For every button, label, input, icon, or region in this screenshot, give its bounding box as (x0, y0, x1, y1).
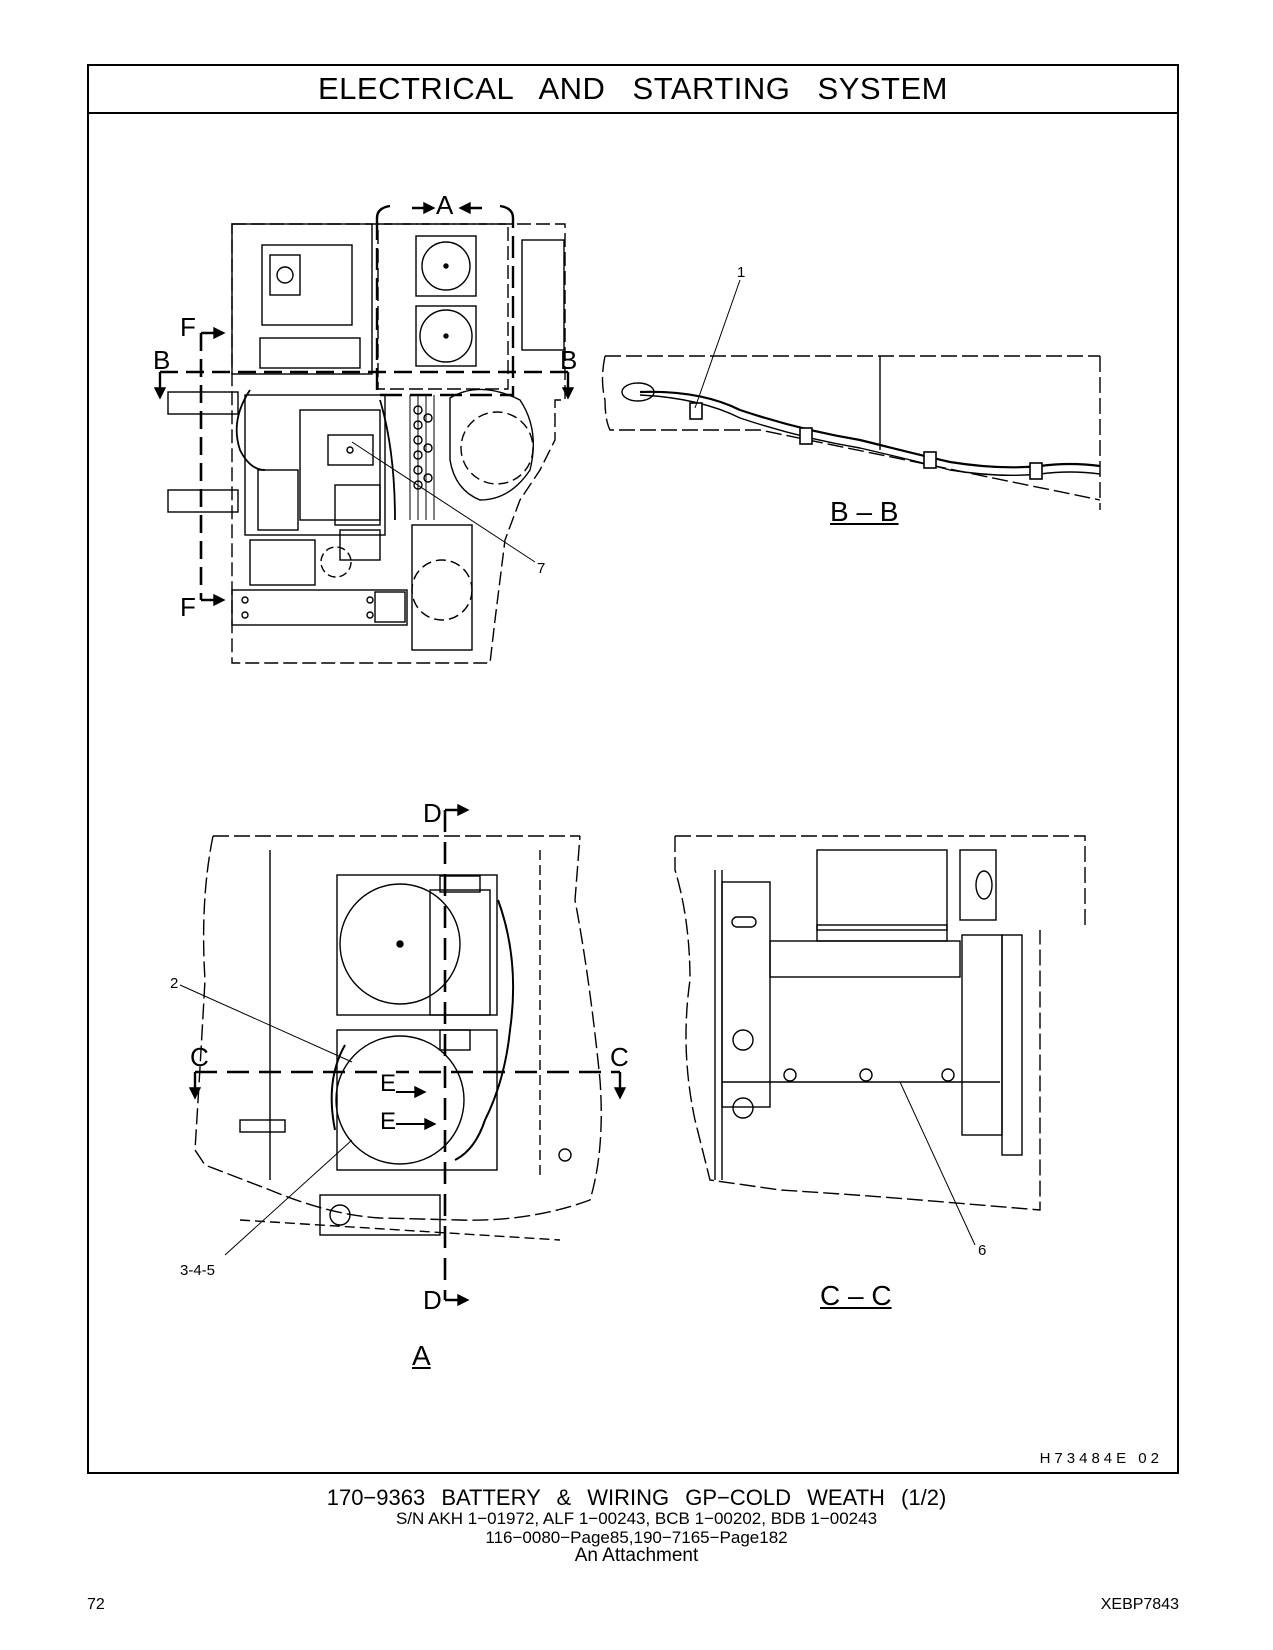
plan-view (153, 201, 575, 664)
page-number: 72 (87, 1596, 105, 1613)
caption-main: 170−9363 BATTERY & WIRING GP−COLD WEATH … (326, 1485, 947, 1510)
section-b-left-label: B (153, 345, 171, 375)
leader-lines (179, 279, 976, 1256)
caption-serials: S/N AKH 1−01972, ALF 1−00243, BCB 1−0020… (395, 1509, 878, 1528)
drawing-id: H73484E 02 (1039, 1450, 1163, 1467)
a-view (188, 803, 627, 1307)
document-id: XEBP7843 (1100, 1596, 1179, 1613)
section-d-bottom-label: D (423, 1285, 442, 1315)
cc-view (674, 835, 1086, 1211)
section-c-left-label: C (190, 1042, 209, 1072)
page-title: ELECTRICAL AND STARTING SYSTEM (89, 66, 1177, 114)
a-view-title: A (412, 1340, 431, 1371)
section-f-top-label: F (180, 312, 196, 342)
section-c-right-label: C (610, 1042, 629, 1072)
section-d-top-label: D (423, 798, 442, 828)
callout-1: 1 (737, 264, 746, 281)
callout-6: 6 (978, 1242, 987, 1259)
cc-view-title: C – C (820, 1280, 892, 1311)
section-f-bottom-label: F (180, 592, 196, 622)
section-e-top-label: E (380, 1070, 397, 1098)
page-frame: ELECTRICAL AND STARTING SYSTEM (87, 64, 1179, 1474)
callout-2: 2 (170, 975, 179, 992)
bb-view (601, 355, 1101, 510)
bb-view-title: B – B (830, 496, 899, 527)
callout-7: 7 (537, 560, 546, 577)
callout-3-4-5: 3-4-5 (180, 1262, 216, 1279)
section-b-right-label: B (560, 345, 578, 375)
section-a-label: A (436, 190, 454, 220)
caption-refs: 116−0080−Page85,190−7165−Page182 (485, 1528, 788, 1547)
section-e-bottom-label: E (380, 1108, 397, 1136)
caption-note: An Attachment (574, 1545, 699, 1566)
